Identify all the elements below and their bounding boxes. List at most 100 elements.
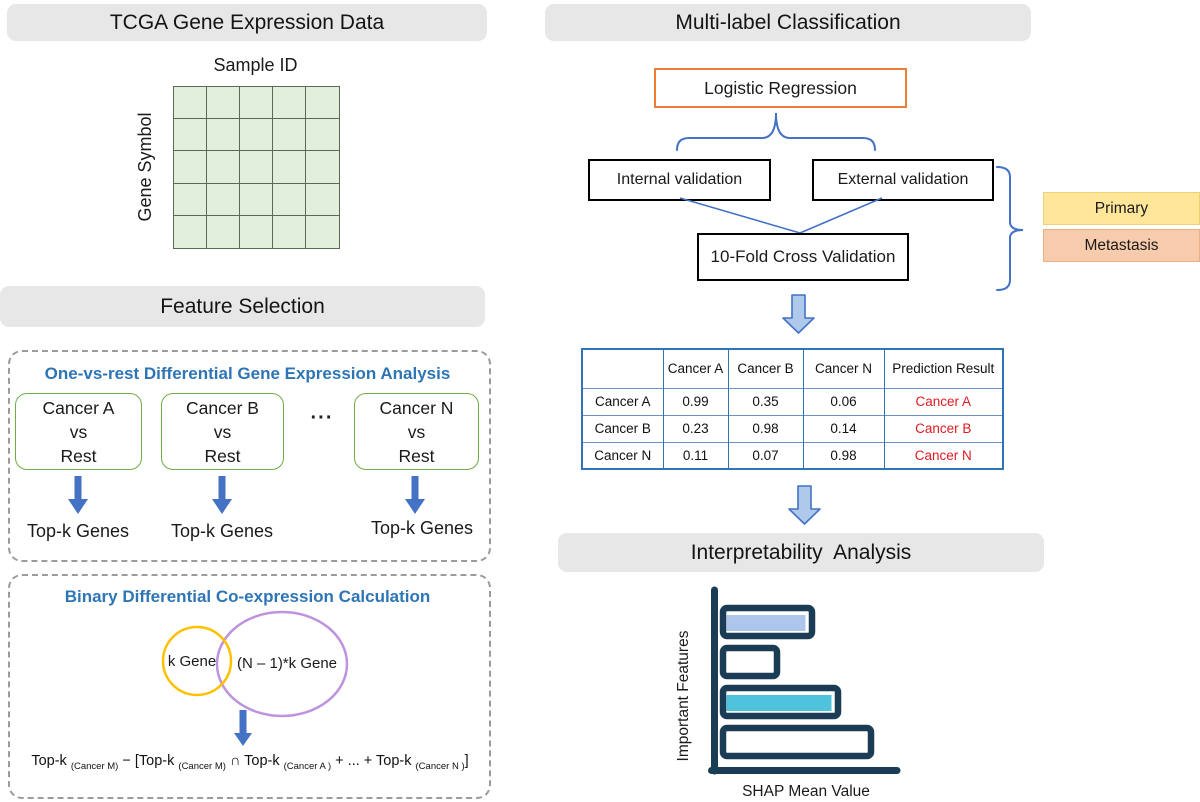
converging-lines bbox=[679, 197, 883, 234]
block-down-arrow-icon bbox=[788, 485, 821, 525]
matrix-cell bbox=[306, 119, 339, 152]
matrix-cell bbox=[174, 87, 207, 120]
probability-cell: 0.99 bbox=[662, 387, 728, 415]
row-label: Cancer N bbox=[582, 441, 663, 469]
matrix-cell bbox=[174, 215, 207, 248]
vs-label: vs bbox=[407, 421, 426, 442]
cancer-n-label: Cancer N bbox=[379, 397, 454, 418]
matrix-cell bbox=[174, 119, 207, 152]
external-validation-box: External validation bbox=[812, 159, 994, 201]
classification-section-header: Multi-label Classification bbox=[545, 4, 1031, 41]
probability-cell: 0.98 bbox=[727, 414, 803, 442]
shap-bar-fill bbox=[726, 695, 832, 711]
one-vs-rest-title: One-vs-rest Differential Gene Expression… bbox=[44, 364, 451, 383]
interpretability-title: Interpretability Analysis bbox=[690, 540, 912, 564]
matrix-cell bbox=[207, 87, 240, 120]
split-brace bbox=[676, 112, 876, 151]
rest-label: Rest bbox=[60, 445, 97, 466]
interpretability-header: Interpretability Analysis bbox=[558, 533, 1044, 572]
row-label: Cancer B bbox=[582, 414, 663, 442]
prediction-cell: Cancer N bbox=[883, 441, 1003, 469]
down-arrow-icon bbox=[234, 710, 252, 746]
internal-validation-box: Internal validation bbox=[588, 159, 771, 201]
logistic-regression-box: Logistic Regression bbox=[654, 68, 907, 108]
shap-bar-fill bbox=[726, 615, 806, 631]
topk-genes-label: Top-k Genes bbox=[26, 520, 130, 541]
probability-cell: 0.07 bbox=[727, 441, 803, 469]
metastasis-label: Metastasis bbox=[1084, 236, 1159, 254]
matrix-cell bbox=[240, 151, 273, 184]
matrix-cell bbox=[240, 87, 273, 120]
venn-diagram bbox=[161, 610, 349, 718]
internal-validation-label: Internal validation bbox=[616, 171, 743, 188]
cancer-a-vs-rest-box: Cancer A vs Rest bbox=[15, 393, 142, 470]
probability-cell: 0.11 bbox=[662, 441, 728, 469]
cancer-n-vs-rest-box: Cancer N vs Rest bbox=[354, 393, 479, 470]
formula-text: ∩ Top-k bbox=[225, 753, 284, 769]
shap-bar-chart bbox=[708, 586, 901, 775]
coexpression-formula: Top-k (Cancer M) − [Top-k (Cancer M) ∩ T… bbox=[12, 753, 488, 772]
venn-left-circle bbox=[161, 625, 233, 697]
matrix-cell bbox=[306, 184, 339, 216]
vs-label: vs bbox=[69, 421, 88, 442]
gene-symbol-label: Gene Symbol bbox=[134, 112, 155, 222]
probability-cell: 0.98 bbox=[802, 441, 884, 469]
table-col-header: Cancer A bbox=[662, 349, 728, 388]
matrix-cell bbox=[273, 87, 306, 120]
feature-selection-header: Feature Selection bbox=[0, 286, 485, 327]
table-col-header: Cancer N bbox=[802, 349, 884, 388]
logistic-regression-label: Logistic Regression bbox=[704, 77, 857, 98]
matrix-cell bbox=[207, 119, 240, 152]
tcga-section-title: TCGA Gene Expression Data bbox=[109, 10, 385, 34]
ellipsis-dots: ··· bbox=[310, 406, 334, 429]
cross-validation-label: 10-Fold Cross Validation bbox=[710, 247, 896, 266]
matrix-cell bbox=[207, 215, 240, 248]
formula-text: + ... + Top-k bbox=[331, 753, 416, 769]
row-label: Cancer A bbox=[582, 387, 663, 415]
matrix-cell bbox=[240, 183, 273, 216]
tcga-section-header: TCGA Gene Expression Data bbox=[7, 4, 487, 41]
binary-coexpression-group-box bbox=[8, 574, 491, 799]
matrix-cell bbox=[273, 183, 306, 216]
prediction-cell: Cancer A bbox=[883, 387, 1003, 415]
venn-left-label: k Gene bbox=[167, 652, 217, 670]
down-arrow-icon bbox=[212, 476, 232, 514]
matrix-cell bbox=[273, 151, 306, 184]
matrix-cell bbox=[207, 151, 240, 184]
gene-expression-matrix bbox=[173, 86, 340, 249]
matrix-cell bbox=[240, 119, 273, 152]
primary-label: Primary bbox=[1094, 199, 1149, 217]
formula-subscript: (Cancer A ) bbox=[283, 761, 332, 772]
down-arrow-icon bbox=[405, 476, 425, 514]
shap-mean-value-label: SHAP Mean Value bbox=[742, 783, 870, 800]
metastasis-class-chip: Metastasis bbox=[1043, 229, 1200, 262]
probability-cell: 0.23 bbox=[662, 414, 728, 442]
topk-genes-label: Top-k Genes bbox=[370, 517, 474, 538]
one-vs-rest-group-box bbox=[8, 350, 491, 562]
matrix-cell bbox=[273, 215, 306, 248]
venn-right-label: (N – 1)*k Gene bbox=[236, 654, 338, 672]
shap-bar bbox=[719, 724, 875, 760]
matrix-cell bbox=[174, 183, 207, 216]
matrix-cell bbox=[306, 87, 339, 120]
matrix-cell bbox=[306, 151, 339, 184]
topk-genes-label: Top-k Genes bbox=[170, 520, 274, 541]
table-col-header: Prediction Result bbox=[883, 349, 1003, 388]
cancer-b-vs-rest-box: Cancer B vs Rest bbox=[161, 393, 284, 470]
rest-label: Rest bbox=[204, 445, 241, 466]
formula-text: ] bbox=[464, 753, 469, 769]
external-validation-label: External validation bbox=[837, 171, 969, 188]
important-features-label: Important Features bbox=[675, 630, 692, 762]
cancer-a-label: Cancer A bbox=[42, 397, 115, 418]
formula-subscript: (Cancer N ) bbox=[415, 761, 465, 772]
down-arrow-icon bbox=[68, 476, 88, 514]
sample-id-label: Sample ID bbox=[213, 54, 298, 75]
matrix-cell bbox=[240, 215, 273, 248]
primary-class-chip: Primary bbox=[1043, 192, 1200, 225]
probability-cell: 0.35 bbox=[727, 387, 803, 415]
